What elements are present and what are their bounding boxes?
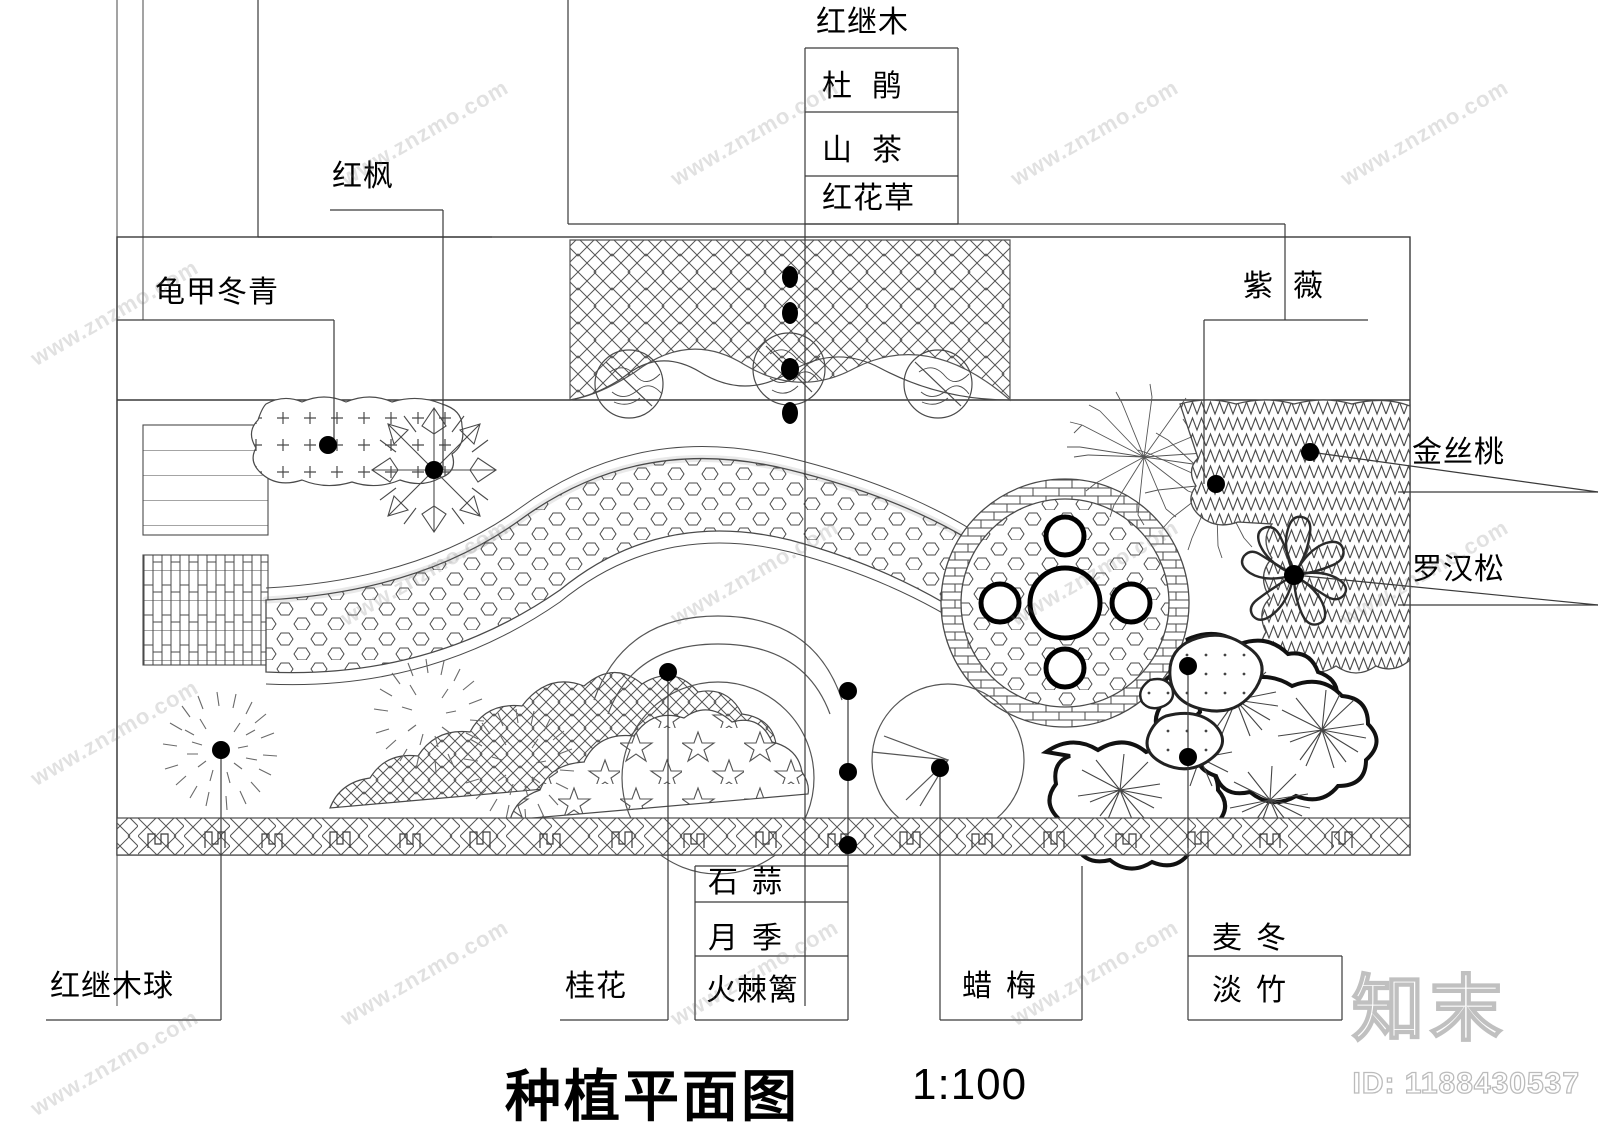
label-hong-ji-mu: 红继木 [816,6,909,39]
watermark-logo: 知末 [1351,969,1508,1051]
label-hong-feng: 红枫 [332,160,394,193]
watermark-id-text: ID: 1188430537 [1352,1066,1580,1100]
label-luo-han-song: 罗汉松 [1412,553,1505,586]
label-dan-zhu: 淡竹 [1212,974,1300,1007]
label-gui-jia-dong-qing: 龟甲冬青 [155,276,279,309]
drawing-scale: 1:100 [912,1060,1028,1109]
label-hong-hua-cao: 红花草 [822,182,915,215]
label-du-juan: 杜鹃 [822,70,922,103]
label-shan-cha: 山茶 [822,134,922,167]
label-la-mei: 蜡梅 [962,970,1050,1003]
label-jin-si-tao: 金丝桃 [1412,436,1505,469]
label-zi-wei: 紫薇 [1243,270,1343,303]
page-title: 种植平面图 [505,1065,800,1128]
label-hong-ji-mu-qiu: 红继木球 [50,970,174,1003]
label-yue-ji: 月季 [708,922,796,955]
label-mai-dong: 麦冬 [1212,922,1300,955]
label-gui-hua: 桂花 [565,970,627,1003]
label-huo-ji-li: 火棘篱 [706,974,799,1007]
label-shi-suan: 石蒜 [708,866,796,899]
